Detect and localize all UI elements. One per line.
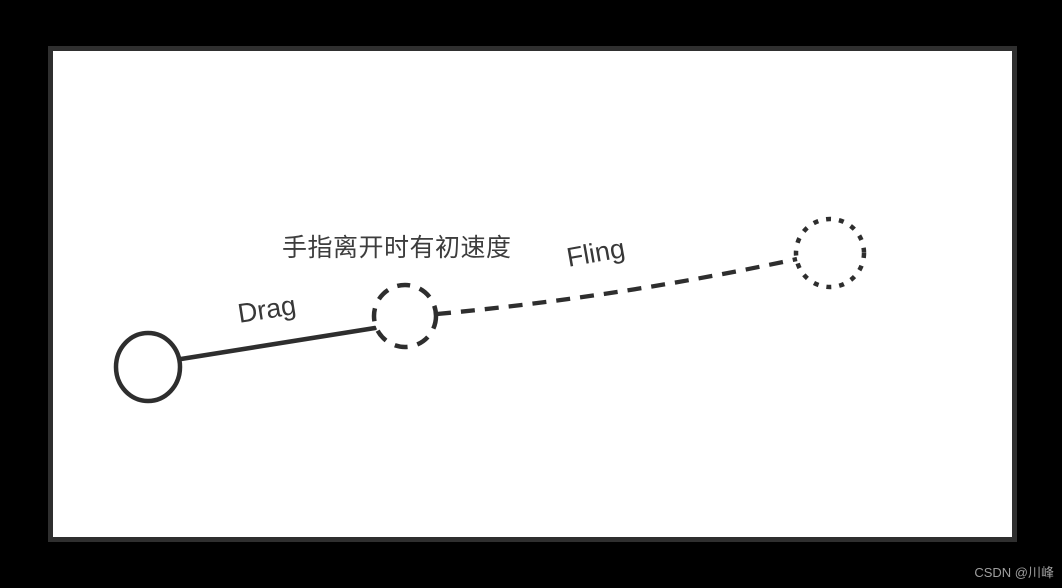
finger-release-circle [371, 282, 439, 350]
touch-start-circle [113, 330, 183, 404]
fling-line [436, 256, 798, 317]
whiteboard [48, 46, 1017, 542]
drag-line [178, 325, 378, 362]
watermark: CSDN @川峰 [974, 565, 1054, 580]
annotation-text: 手指离开时有初速度 [282, 234, 512, 262]
fling-end-circle [793, 216, 867, 290]
